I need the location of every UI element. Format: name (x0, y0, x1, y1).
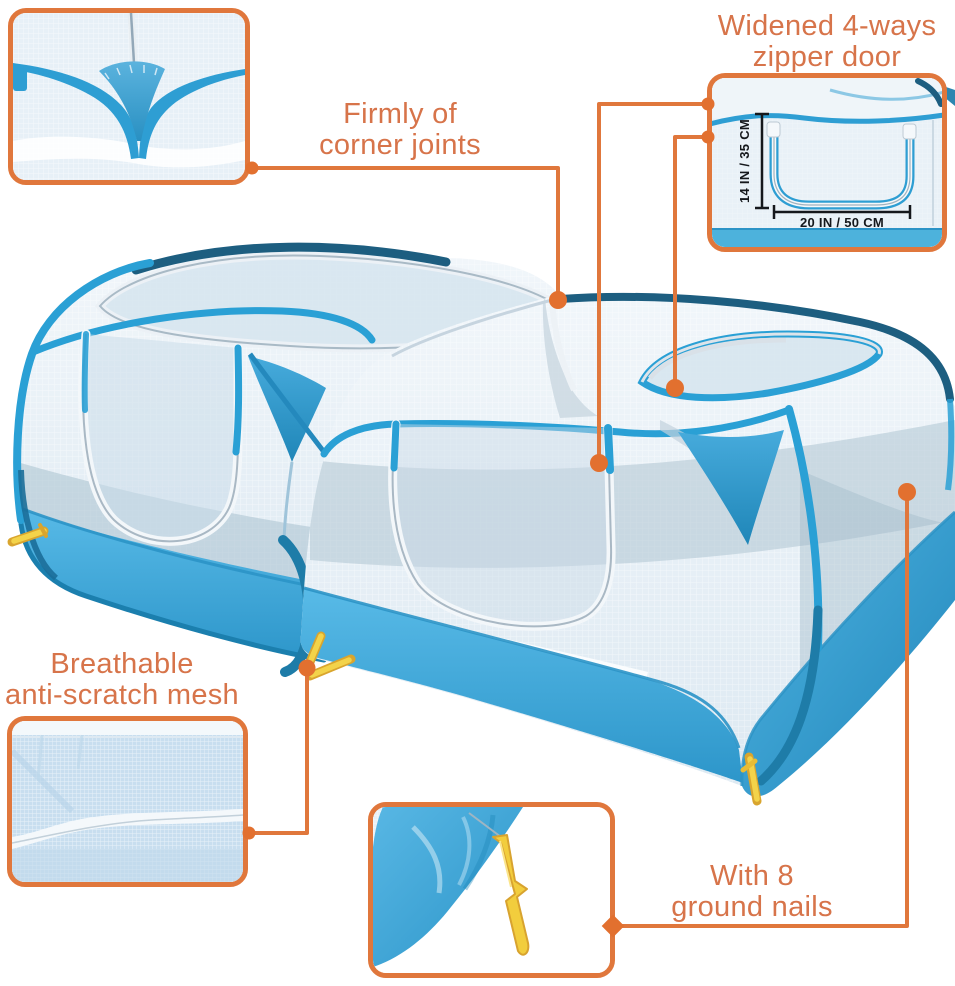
door-width-dimension: 20 IN / 50 CM (800, 215, 884, 230)
corner-joints-label-line1: Firmly of (343, 98, 457, 130)
zipper-door-closeup-image: 14 IN / 35 CM 20 IN / 50 CM (712, 78, 942, 247)
corner-joints-label-line2: corner joints (319, 129, 481, 161)
breathable-mesh-label-line1: Breathable (50, 648, 194, 680)
corner-joint-inset (8, 8, 250, 185)
door-width-dimension-marker (772, 205, 912, 219)
breathable-mesh-label-line2: anti-scratch mesh (5, 679, 239, 711)
door-height-dimension-marker (755, 112, 769, 210)
ground-nail-closeup-image (373, 807, 610, 973)
corner-joint-closeup-image (13, 13, 245, 180)
ground-nails-label-line1: With 8 (709, 860, 794, 892)
zipper-door-label: Widened 4-ways zipper door (718, 11, 937, 73)
ground-nail-inset (368, 802, 615, 978)
ground-nail-left (7, 523, 49, 547)
ground-nails-label: With 8 ground nails (671, 861, 833, 923)
playpen-right-section (300, 292, 955, 797)
mesh-inset (7, 716, 248, 887)
anti-scratch-mesh-closeup-image (12, 721, 243, 882)
corner-joints-label: Firmly of corner joints (319, 99, 481, 161)
ground-nails-label-line2: ground nails (671, 891, 833, 923)
door-height-dimension: 14 IN / 35 CM (737, 119, 752, 203)
zipper-door-inset: 14 IN / 35 CM 20 IN / 50 CM (707, 73, 947, 252)
zipper-door-label-line1: Widened 4-ways (717, 10, 937, 42)
zipper-door-label-line2: zipper door (752, 41, 902, 73)
breathable-mesh-label: Breathable anti-scratch mesh (5, 649, 239, 711)
